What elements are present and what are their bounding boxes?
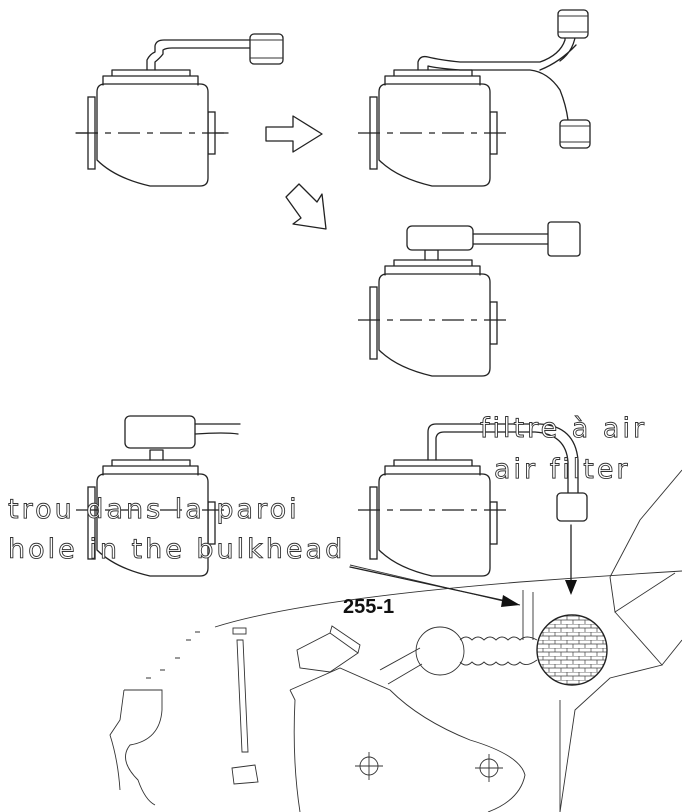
arrow-down-right-icon <box>285 183 327 230</box>
figure-number: 255-1 <box>343 596 394 618</box>
carburettor-unit-straight-pipe <box>369 221 581 377</box>
air-filter-element <box>536 614 608 686</box>
carburettor-unit-y-manifold <box>369 9 591 187</box>
carburettor-unit-flush-filter <box>87 415 241 577</box>
label-hole-fr: trou dans la paroi <box>8 494 300 525</box>
carburettor-unit-original <box>75 33 284 187</box>
label-hole-en: hole in the bulkhead <box>8 534 345 565</box>
engine-bay-cross-section <box>109 469 682 812</box>
hole-pointer-line <box>349 566 507 602</box>
arrow-right-icon <box>265 115 323 153</box>
hole-arrowhead-icon <box>501 595 520 607</box>
label-air-filter-fr: filtre à air <box>480 413 647 444</box>
label-air-filter-en: air filter <box>494 454 631 485</box>
carburettor-unit-remote-filter <box>369 423 588 577</box>
filter-arrowhead-icon <box>565 580 577 595</box>
